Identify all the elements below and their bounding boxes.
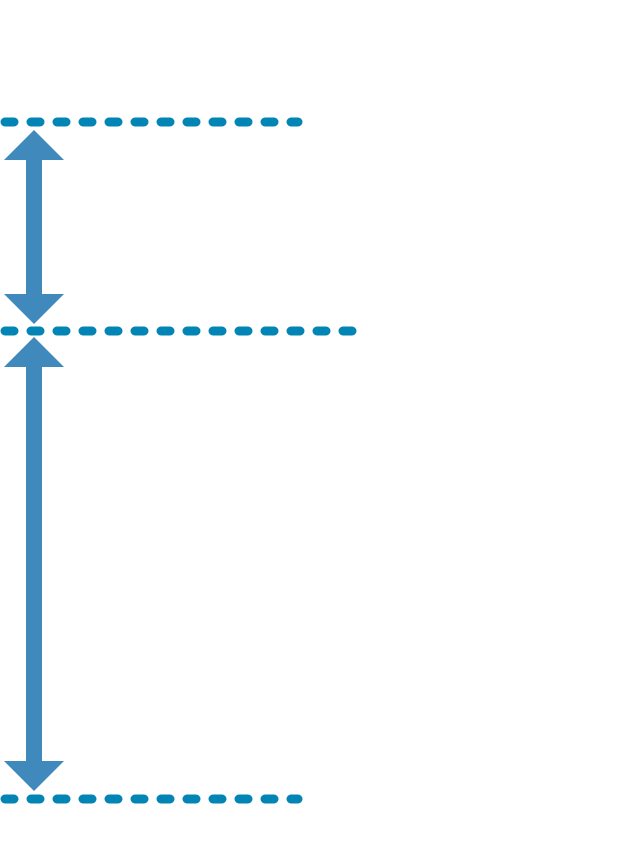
- upper-span-arrow-shaft: [26, 159, 42, 295]
- upper-span-arrow: [4, 130, 64, 324]
- lower-span-arrow: [4, 337, 64, 791]
- upper-span-arrow-head-up: [4, 130, 64, 160]
- lower-span-arrow-head-up: [4, 337, 64, 367]
- lower-span-arrow-head-down: [4, 761, 64, 791]
- upper-span-arrow-head-down: [4, 294, 64, 324]
- lower-span-arrow-shaft: [26, 366, 42, 762]
